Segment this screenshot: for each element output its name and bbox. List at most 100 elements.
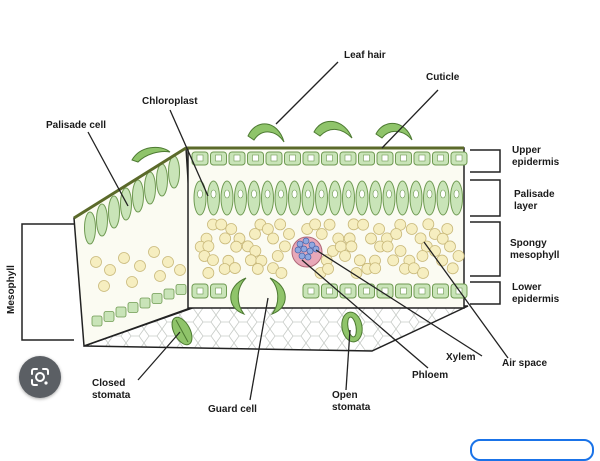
spongy-cell <box>230 240 243 253</box>
chloroplast-dot <box>251 189 257 199</box>
spongy-cell <box>219 232 232 245</box>
cuticle-left-edge <box>73 146 187 220</box>
label-lower-epidermis-1: Lower <box>512 282 542 293</box>
left-lower-epidermis-cell <box>139 297 151 309</box>
cell-nucleus <box>326 154 333 162</box>
xylem-vessel <box>308 241 316 249</box>
spongy-cell <box>436 232 449 245</box>
spongy-cell <box>365 232 377 245</box>
spongy-cell <box>405 223 418 235</box>
label-leaf-hair: Leaf hair <box>344 50 386 61</box>
spongy-cell <box>390 228 403 240</box>
spongy-cell <box>441 223 454 235</box>
left-palisade-cell <box>108 195 120 229</box>
chloroplast-dot <box>345 189 352 199</box>
left-spongy-cell <box>98 280 110 292</box>
spongy-mesophyll-cells <box>194 218 465 279</box>
label-open-stomata-1: Open <box>332 390 358 401</box>
spongy-cell <box>322 262 334 275</box>
cell-nucleus <box>326 287 333 295</box>
spongy-cell <box>417 267 429 279</box>
label-palisade-cell: Palisade cell <box>46 120 106 131</box>
blue-pill-button[interactable] <box>470 439 594 461</box>
spongy-cell <box>444 240 456 253</box>
spongy-cell <box>275 267 288 279</box>
spongy-cell <box>309 218 322 231</box>
left-spongy-cell <box>126 276 138 288</box>
cell-nucleus <box>196 154 204 162</box>
spongy-cell <box>225 223 238 235</box>
chloroplast-dot <box>264 189 271 199</box>
left-lower-epidermis-cell <box>163 288 175 300</box>
left-spongy-cell <box>174 264 186 276</box>
chloroplast-dot <box>386 189 392 199</box>
label-phloem: Phloem <box>412 370 448 381</box>
cell-nucleus <box>455 154 463 162</box>
chloroplast-dot <box>210 189 217 199</box>
spongy-cell <box>339 250 351 262</box>
open-guard-cells <box>230 277 286 316</box>
spongy-cell <box>373 223 385 235</box>
diagram-labels: Leaf hair Cuticle Chloroplast Palisade c… <box>6 50 560 415</box>
cell-nucleus <box>289 154 296 162</box>
left-palisade-cell <box>144 171 156 205</box>
left-spongy-cell <box>148 246 160 258</box>
spongy-cell <box>249 228 261 240</box>
cell-nucleus <box>363 154 370 162</box>
cell-nucleus <box>270 154 278 162</box>
spongy-cell <box>357 218 369 231</box>
left-palisade-cell <box>132 179 144 213</box>
left-lower-epidermis-cell <box>91 315 103 327</box>
left-spongy-cell <box>154 270 166 282</box>
label-open-stomata-2: stomata <box>332 402 371 413</box>
google-lens-button[interactable] <box>19 356 61 398</box>
left-lower-epidermis-cell <box>151 293 163 304</box>
chloroplast-dot <box>197 189 203 199</box>
spongy-cell <box>381 240 394 253</box>
cell-nucleus <box>307 154 315 162</box>
cell-nucleus <box>344 287 352 295</box>
chloroplast-dot <box>318 189 325 199</box>
spongy-cell <box>202 267 215 279</box>
spongy-cell <box>202 240 215 253</box>
left-spongy-cell <box>118 252 130 264</box>
xylem-vessel <box>296 240 304 248</box>
spongy-cell <box>262 223 274 235</box>
label-palisade-layer-2: layer <box>514 201 537 212</box>
cell-nucleus <box>196 287 204 295</box>
xylem-vessel <box>302 237 310 245</box>
left-palisade-cell <box>96 203 108 237</box>
leader-lines <box>87 61 509 401</box>
left-spongy-cell <box>104 264 116 276</box>
spongy-cell <box>271 250 284 262</box>
xylem-vessel <box>300 245 308 253</box>
spongy-cell <box>215 218 228 231</box>
cell-nucleus <box>215 154 222 162</box>
label-spongy-1: Spongy <box>510 238 547 249</box>
spongy-cell <box>414 232 427 245</box>
left-spongy-cell <box>162 256 174 268</box>
spongy-cell <box>407 262 420 275</box>
label-mesophyll: Mesophyll <box>6 265 17 314</box>
label-spongy-2: mesophyll <box>510 250 560 261</box>
spongy-cell <box>446 262 459 275</box>
spongy-cell <box>279 240 291 253</box>
spongy-cell <box>422 218 435 231</box>
chloroplast-dot <box>278 189 284 199</box>
label-upper-epidermis-1: Upper <box>512 145 541 156</box>
palisade-cells <box>193 180 463 216</box>
chloroplast-dot <box>305 189 311 199</box>
left-face-cells <box>84 155 187 327</box>
spongy-cell <box>283 228 295 240</box>
chloroplast-dot <box>399 189 406 199</box>
cell-nucleus <box>381 154 389 162</box>
left-palisade-cell <box>84 211 96 245</box>
xylem-vessel <box>298 252 306 260</box>
xylem-vessel <box>306 247 314 255</box>
chloroplast-dot <box>237 189 244 199</box>
spongy-cell <box>267 232 279 245</box>
spongy-cell <box>394 245 407 257</box>
cell-nucleus <box>418 154 426 162</box>
left-lower-epidermis-cell <box>175 284 187 295</box>
xylem-vessel <box>304 253 312 261</box>
